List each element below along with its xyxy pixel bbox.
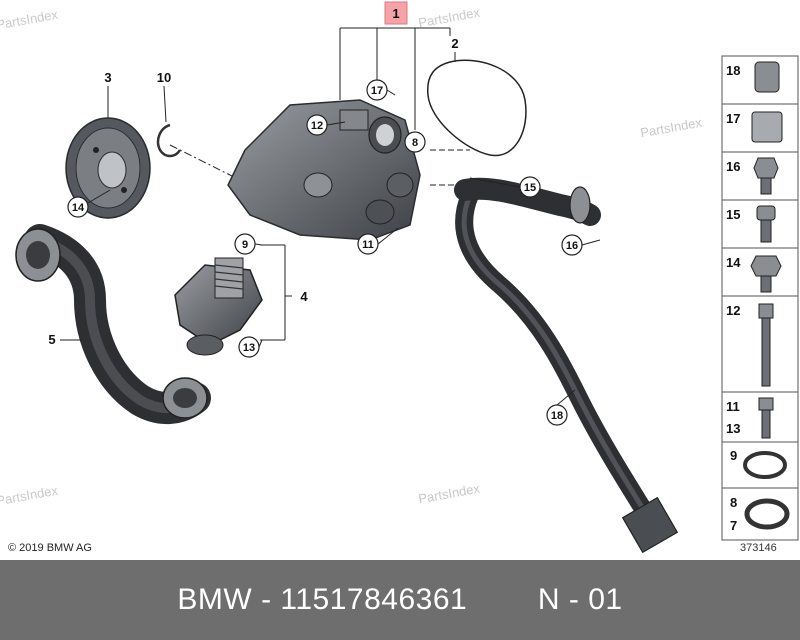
- gasket-ring: [427, 59, 527, 157]
- panel-label-14: 14: [726, 255, 741, 270]
- callout-16-label: 16: [566, 240, 578, 252]
- callout-4-bracket: [260, 244, 292, 341]
- callout-18-label: 18: [551, 410, 563, 422]
- callout-11-label: 11: [362, 239, 374, 251]
- panel-label-16: 16: [726, 159, 740, 174]
- callout-14-label: 14: [72, 202, 85, 214]
- panel-label-11: 11: [726, 399, 740, 414]
- pulley: [65, 117, 151, 219]
- panel-label-9: 9: [730, 448, 737, 463]
- thermostat: [174, 257, 263, 356]
- callout-10-leader: [163, 85, 167, 123]
- diagram-number: 373146: [740, 542, 777, 554]
- callout-1-leaders: [339, 27, 451, 130]
- callout-12-label: 12: [311, 120, 323, 132]
- panel-label-12: 12: [726, 303, 740, 318]
- callout-10-label: 10: [157, 70, 171, 85]
- callout-5-label: 5: [48, 332, 55, 347]
- callout-3-label: 3: [104, 70, 111, 85]
- part-number-footer: BMW - 11517846361 N - 01: [0, 560, 800, 640]
- panel-label-8: 8: [730, 495, 737, 510]
- panel-label-15: 15: [726, 207, 740, 222]
- coolant-hose-lower: [15, 224, 211, 424]
- panel-label-13: 13: [726, 421, 740, 436]
- callout-circles: [67, 79, 583, 426]
- callout-8-label: 8: [412, 137, 418, 149]
- copyright-notice: © 2019 BMW AG: [8, 542, 92, 554]
- callout-4-label: 4: [300, 289, 308, 304]
- footer-part-number: 11517846361: [280, 583, 468, 616]
- callout-8-circle: [404, 131, 426, 153]
- parts-diagram: 1 2 3 10: [0, 1, 799, 554]
- panel-label-17: 17: [726, 111, 740, 126]
- panel-label-7: 7: [730, 518, 737, 533]
- callout-14-circle: [67, 196, 89, 218]
- callout-circle-leaders: [87, 89, 601, 406]
- callout-2-label: 2: [451, 36, 458, 51]
- callout-9-label: 9: [242, 239, 248, 251]
- footer-separator: -: [261, 583, 272, 616]
- footer-brand: BMW: [177, 583, 253, 616]
- footer-position: N - 01: [537, 583, 623, 616]
- callout-15-label: 15: [524, 182, 536, 194]
- coolant-hose-upper: [454, 177, 679, 554]
- water-pump-housing: [227, 99, 421, 241]
- callout-1-highlight: [384, 1, 408, 25]
- callout-13-label: 13: [243, 342, 255, 354]
- circlip: [156, 123, 182, 158]
- callout-17-label: 17: [371, 85, 383, 97]
- callout-1-label: 1: [392, 6, 399, 21]
- panel-part-icons: [743, 61, 790, 530]
- panel-label-18: 18: [726, 63, 740, 78]
